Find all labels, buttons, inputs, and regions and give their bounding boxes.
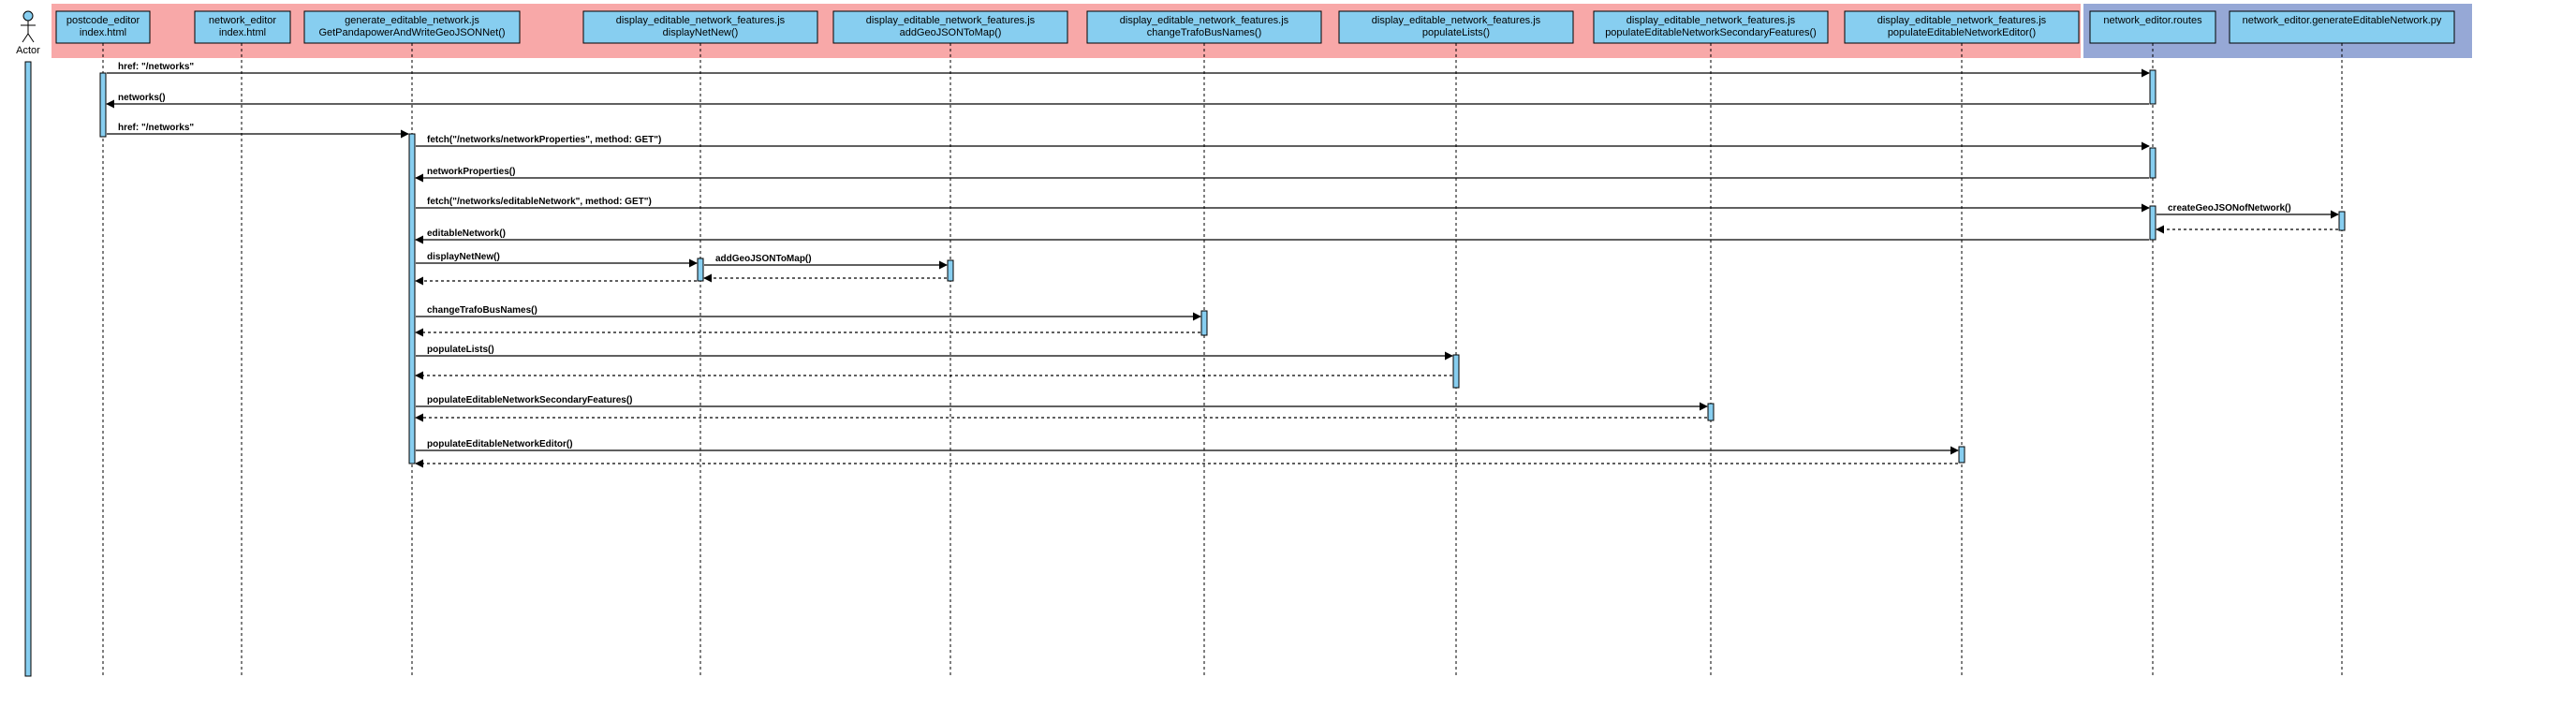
participant-line1: network_editor	[209, 15, 276, 26]
participant-line1: display_editable_network_features.js	[616, 15, 786, 26]
participant-line2: index.html	[80, 27, 126, 38]
participant-line1: postcode_editor	[66, 15, 140, 26]
participant-box	[194, 10, 291, 44]
message-5: fetch("/networks/editableNetwork", metho…	[416, 197, 2150, 213]
message-label: addGeoJSONToMap()	[715, 254, 812, 264]
message-label: populateEditableNetworkEditor()	[427, 439, 573, 449]
message-9: displayNetNew()	[416, 252, 698, 268]
participant-box	[303, 10, 521, 44]
message-label: editableNetwork()	[427, 228, 506, 239]
participant-line2: GetPandapowerAndWriteGeoJSONNet()	[318, 27, 505, 38]
message-0: href: "/networks"	[107, 62, 2150, 78]
message-label: href: "/networks"	[118, 62, 194, 72]
participant-line1: display_editable_network_features.js	[1120, 15, 1289, 26]
participant-line2: changeTrafoBusNames()	[1147, 27, 1261, 38]
participant-popedit[interactable]: display_editable_network_features.jspopu…	[1844, 10, 2080, 44]
actor-leg	[27, 33, 35, 43]
activation-bar	[1200, 310, 1208, 336]
message-15: populateLists()	[416, 345, 1453, 361]
participant-box	[1844, 10, 2080, 44]
actor-activation	[24, 61, 32, 677]
message-label: changeTrafoBusNames()	[427, 305, 537, 316]
participant-gen[interactable]: generate_editable_network.jsGetPandapowe…	[303, 10, 521, 44]
activation-bar	[1707, 403, 1715, 421]
actor-leg	[22, 33, 29, 43]
activation-bar	[99, 72, 107, 138]
activation-bar	[408, 133, 416, 464]
activation-bar	[697, 258, 704, 282]
message-8: editableNetwork()	[415, 228, 2149, 244]
activation-bar	[1452, 354, 1460, 389]
message-6: createGeoJSONofNetwork()	[2156, 203, 2339, 219]
participant-line2: displayNetNew()	[663, 27, 739, 38]
participant-box	[2089, 10, 2216, 44]
participant-line1: display_editable_network_features.js	[1627, 15, 1796, 26]
actor[interactable]: Actor	[16, 10, 40, 56]
participant-genpy[interactable]: network_editor.generateEditableNetwork.p…	[2229, 10, 2455, 44]
participant-box	[1338, 10, 1574, 44]
message-2: href: "/networks"	[107, 123, 409, 139]
participant-addgeo[interactable]: display_editable_network_features.jsaddG…	[832, 10, 1068, 44]
participant-popsec[interactable]: display_editable_network_features.jspopu…	[1593, 10, 1829, 44]
participant-line1: display_editable_network_features.js	[1372, 15, 1541, 26]
message-label: networks()	[118, 93, 166, 103]
participant-trafo[interactable]: display_editable_network_features.jschan…	[1086, 10, 1322, 44]
participant-box	[55, 10, 151, 44]
participant-line1: network_editor.routes	[2103, 15, 2202, 26]
participant-line1: display_editable_network_features.js	[866, 15, 1036, 26]
participant-box	[1593, 10, 1829, 44]
activation-bar	[2149, 205, 2156, 241]
activation-bar	[947, 259, 954, 282]
message-label: href: "/networks"	[118, 123, 194, 133]
message-label: networkProperties()	[427, 167, 515, 177]
participant-box	[1086, 10, 1322, 44]
message-17: populateEditableNetworkSecondaryFeatures…	[416, 395, 1708, 411]
activation-bar	[2338, 211, 2346, 231]
participant-line2: populateEditableNetworkSecondaryFeatures…	[1605, 27, 1817, 38]
message-label: fetch("/networks/editableNetwork", metho…	[427, 197, 652, 207]
message-10: addGeoJSONToMap()	[704, 254, 948, 270]
participant-box	[832, 10, 1068, 44]
message-label: populateEditableNetworkSecondaryFeatures…	[427, 395, 633, 405]
participant-dispnew[interactable]: display_editable_network_features.jsdisp…	[582, 10, 818, 44]
activation-bar	[2149, 69, 2156, 105]
participant-line2: populateEditableNetworkEditor()	[1888, 27, 2036, 38]
participant-line1: display_editable_network_features.js	[1877, 15, 2047, 26]
message-1: networks()	[106, 93, 2149, 109]
message-label: createGeoJSONofNetwork()	[2168, 203, 2291, 214]
participant-poplists[interactable]: display_editable_network_features.jspopu…	[1338, 10, 1574, 44]
message-label: fetch("/networks/networkProperties", met…	[427, 135, 661, 145]
participant-box	[582, 10, 818, 44]
message-4: networkProperties()	[415, 167, 2149, 183]
message-3: fetch("/networks/networkProperties", met…	[416, 135, 2150, 151]
actor-head	[22, 10, 34, 22]
message-label: displayNetNew()	[427, 252, 500, 262]
message-13: changeTrafoBusNames()	[416, 305, 1201, 321]
participant-line2: populateLists()	[1422, 27, 1490, 38]
participant-routes[interactable]: network_editor.routes	[2089, 10, 2216, 44]
participant-line2: addGeoJSONToMap()	[900, 27, 1002, 38]
participant-box	[2229, 10, 2455, 44]
message-19: populateEditableNetworkEditor()	[416, 439, 1959, 455]
message-label: populateLists()	[427, 345, 494, 355]
actor-label: Actor	[16, 45, 40, 56]
participant-line2: index.html	[219, 27, 266, 38]
activation-bar	[2149, 147, 2156, 179]
activation-bar	[1958, 446, 1965, 464]
participant-line1: generate_editable_network.js	[345, 15, 479, 26]
participant-line1: network_editor.generateEditableNetwork.p…	[2243, 15, 2442, 26]
